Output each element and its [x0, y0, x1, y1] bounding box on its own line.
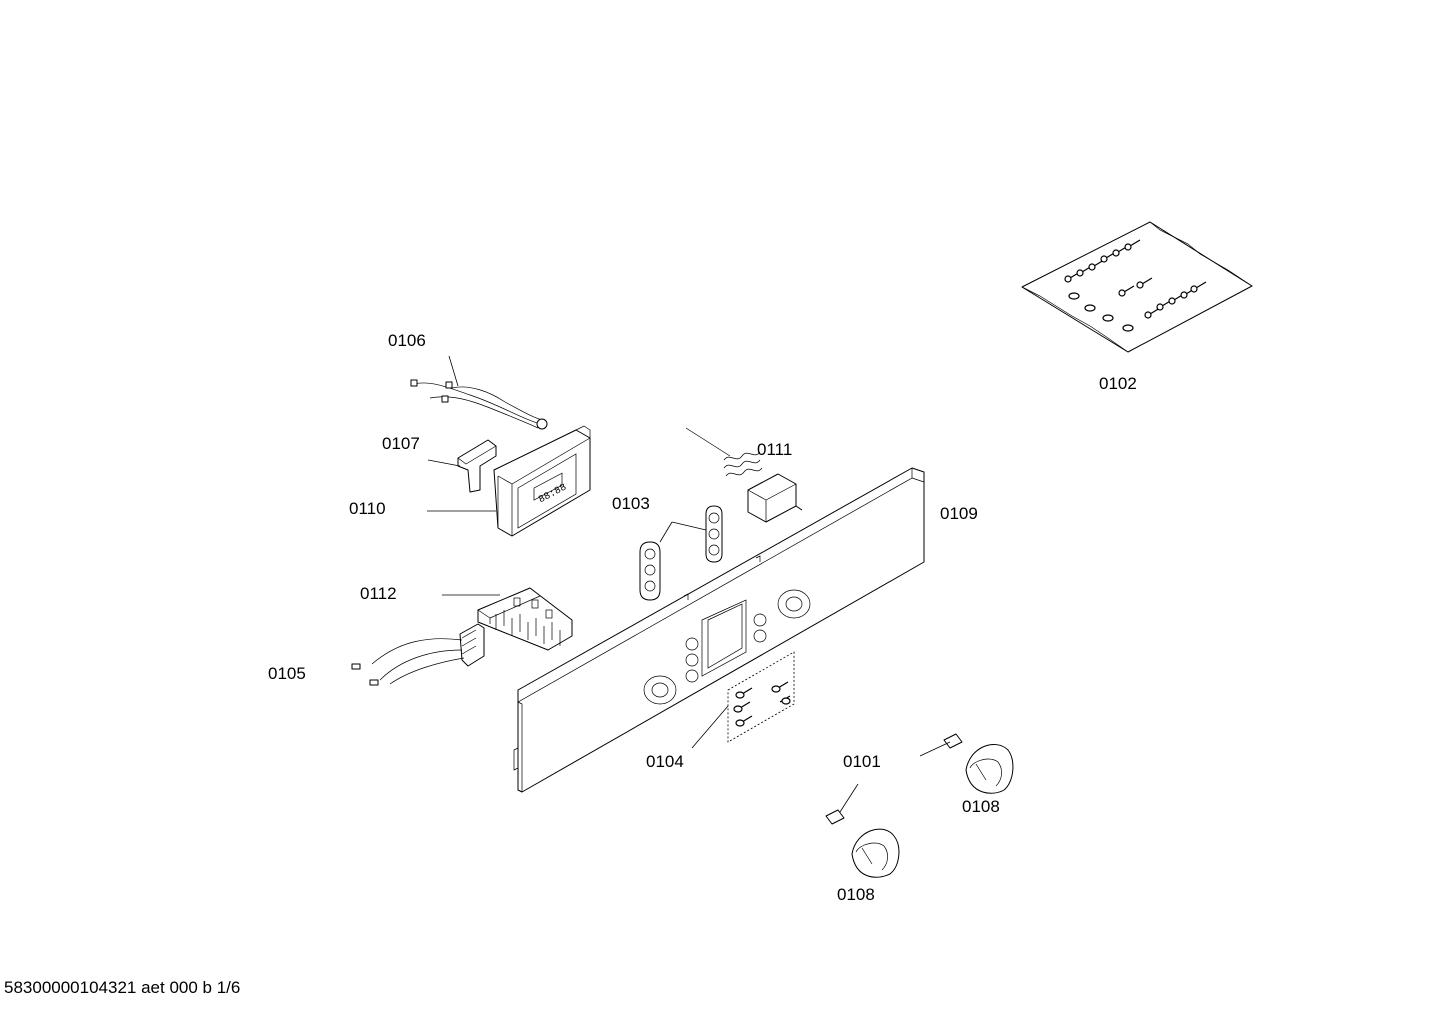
label-0101: 0101 — [843, 752, 881, 771]
label-0103: 0103 — [612, 494, 650, 513]
thermostat-icon — [685, 427, 803, 523]
label-0111: 0111 — [757, 440, 792, 459]
label-0102: 0102 — [1099, 374, 1137, 393]
label-0106: 0106 — [388, 331, 426, 350]
label-0108-upper: 0108 — [962, 797, 1000, 816]
label-0112: 0112 — [360, 584, 397, 603]
label-0110: 0110 — [349, 499, 386, 518]
label-0109: 0109 — [940, 504, 978, 523]
screw-icon — [727, 651, 795, 743]
terminal-block-icon — [477, 587, 573, 651]
lamp-holder-icon — [639, 505, 723, 601]
screw-bag-icon — [1021, 221, 1253, 353]
footer-document-code: 58300000104321 aet 000 b 1/6 — [4, 978, 241, 997]
label-0107: 0107 — [382, 434, 420, 453]
bracket-icon — [457, 439, 497, 493]
control-panel-icon — [513, 467, 925, 793]
label-0104: 0104 — [646, 752, 684, 771]
clock-module-icon: 88:88 — [493, 425, 591, 537]
label-0105: 0105 — [268, 664, 306, 683]
knob-icon — [851, 828, 900, 878]
knob-icon — [965, 744, 1014, 794]
label-0108-lower: 0108 — [837, 885, 875, 904]
wire-harness-icon — [351, 623, 485, 686]
wire-harness-icon — [410, 379, 548, 430]
clip-icon — [825, 733, 963, 825]
